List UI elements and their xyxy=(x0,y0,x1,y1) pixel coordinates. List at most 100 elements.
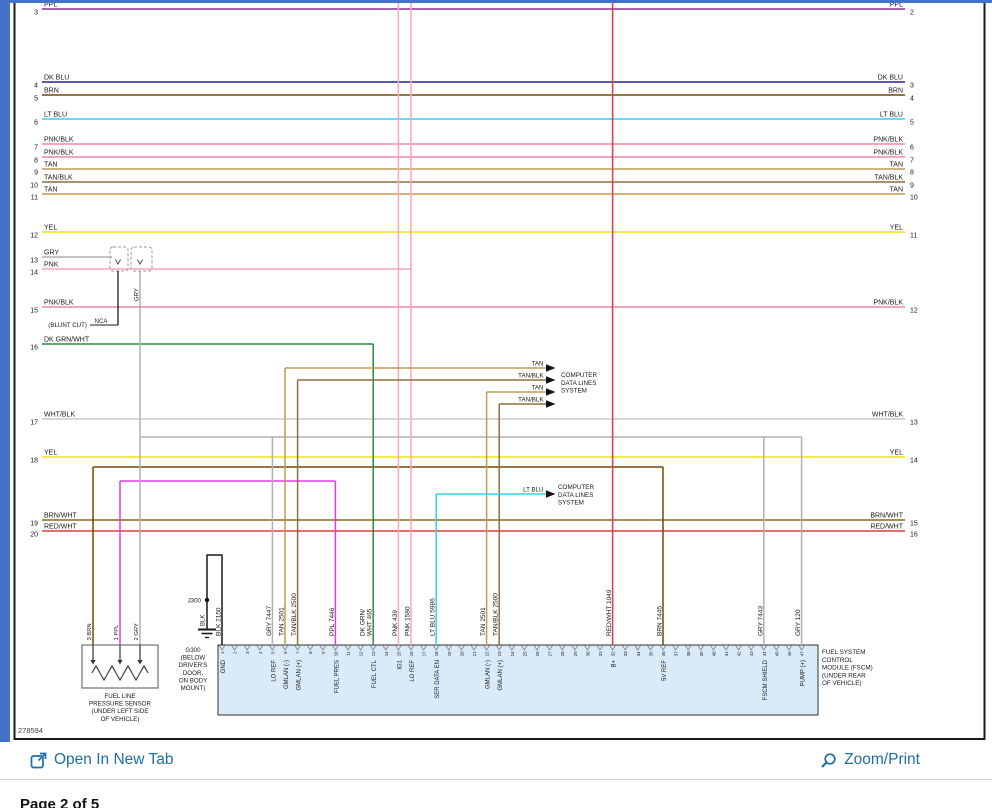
pin-mark xyxy=(357,645,364,651)
wire-color-label: YEL xyxy=(890,450,903,457)
pin-mark xyxy=(622,645,629,651)
sensor-stub-arrow xyxy=(117,660,123,665)
ground-caption: DOOR, xyxy=(183,670,204,677)
pin-mark xyxy=(546,645,553,651)
pin-number: 47 xyxy=(800,651,805,656)
pin-mark xyxy=(773,645,780,651)
circuit-label: LT BLU 5986 xyxy=(430,598,437,636)
wire-color-label: PNK xyxy=(44,262,59,269)
pin-number: 16 xyxy=(409,651,414,656)
resistor-icon xyxy=(91,664,149,682)
circuit-label: PNK 439 xyxy=(392,610,399,636)
pin-number: 41 xyxy=(724,651,729,656)
pin-mark xyxy=(722,645,730,651)
pin-number: 35 xyxy=(648,651,653,656)
row-number-right: 11 xyxy=(910,233,917,240)
pin-label: 5V REF xyxy=(662,660,668,681)
pin-mark xyxy=(659,645,667,651)
row-number-right: 13 xyxy=(910,420,918,427)
circuit-label: WHT 465 xyxy=(367,608,374,636)
open-in-new-tab-link[interactable]: Open In New Tab xyxy=(30,751,173,769)
top-edge-strip xyxy=(10,0,992,3)
pin-label: FSCM SHIELD xyxy=(763,659,769,700)
system-caption: SYSTEM xyxy=(561,388,587,395)
pin-number: 42 xyxy=(737,651,742,656)
pin-number: 27 xyxy=(548,651,553,656)
pin-mark xyxy=(596,645,604,651)
circuit-label: GRY xyxy=(135,288,141,301)
pin-number: 18 xyxy=(434,651,439,656)
pin-number: 40 xyxy=(711,651,716,656)
ground-caption: ON BODY xyxy=(179,677,208,684)
pin-mark xyxy=(218,645,226,651)
row-number-left: 8 xyxy=(34,158,38,165)
pin-mark xyxy=(136,259,144,265)
ground-wire xyxy=(206,554,223,645)
pin-mark xyxy=(244,645,251,651)
pin-number: 24 xyxy=(510,651,515,656)
pin-number: 34 xyxy=(636,651,641,656)
pin-label: PUMP (+) xyxy=(801,660,807,686)
wire-color-label: PNK/BLK xyxy=(44,300,74,307)
wire-color-label: LT BLU xyxy=(44,112,67,119)
ground-caption: G300 xyxy=(185,647,201,654)
circuit-label: GRY 7447 xyxy=(266,605,273,636)
pin-number: 46 xyxy=(787,651,792,656)
system-caption: COMPUTER xyxy=(558,484,594,491)
pin-mark xyxy=(685,645,692,651)
wire-color-label: WHT/BLK xyxy=(872,412,903,419)
pin-number: 14 xyxy=(384,651,389,656)
pin-number: 17 xyxy=(422,651,427,656)
wire-color-label: BRN xyxy=(888,88,903,95)
open-in-new-tab-label: Open In New Tab xyxy=(54,751,174,768)
row-number-right: 6 xyxy=(910,145,914,152)
ground-caption: DRIVER'S xyxy=(179,662,208,669)
row-number-left: 4 xyxy=(34,83,38,90)
pin-mark xyxy=(672,645,679,651)
pin-mark xyxy=(370,645,377,651)
wire-color-label: YEL xyxy=(44,225,57,232)
pin-mark xyxy=(114,259,122,265)
fscm-caption: (UNDER REAR xyxy=(822,672,866,679)
blunt-cut-note: (BLUNT CUT) xyxy=(48,322,87,329)
pin-number: 28 xyxy=(560,651,565,656)
pin-label: GMLAN (-) xyxy=(486,660,492,689)
pin-mark xyxy=(521,645,528,651)
circuit-label: PNK 1580 xyxy=(405,606,412,636)
pin-number: 5 xyxy=(270,651,275,654)
wire-color-label: WHT/BLK xyxy=(44,412,75,419)
pin-number: 33 xyxy=(623,651,628,656)
pin-number: 11 xyxy=(346,651,351,656)
pin-number: 37 xyxy=(674,651,679,656)
pin-mark xyxy=(735,645,742,651)
pin-number: 26 xyxy=(535,651,540,656)
zoom-icon xyxy=(821,752,836,768)
wire-color-label: PNK/BLK xyxy=(44,137,74,144)
pin-label: SER DATA EN xyxy=(435,660,441,699)
row-number-right: 4 xyxy=(910,96,914,103)
footer-bar: Open In New Tab Zoom/Print xyxy=(0,742,992,778)
pin-number: 38 xyxy=(686,651,691,656)
pin-mark xyxy=(458,645,465,651)
pin-number: 21 xyxy=(472,651,477,656)
circuit-label: PPL 7446 xyxy=(329,607,336,636)
system-caption: COMPUTER xyxy=(561,372,597,379)
row-number-left: 15 xyxy=(30,308,38,315)
pin-number: 3 xyxy=(245,651,250,654)
system-caption: SYSTEM xyxy=(558,500,584,507)
pin-mark xyxy=(647,645,654,651)
wire-color-label: YEL xyxy=(890,225,903,232)
pin-label: LO REF xyxy=(410,660,416,682)
pin-mark xyxy=(281,645,289,651)
zoom-print-link[interactable]: Zoom/Print xyxy=(820,751,920,769)
row-number-right: 3 xyxy=(910,83,914,90)
pin-mark xyxy=(697,645,704,651)
wire-color-label: GRY xyxy=(44,250,59,257)
wire-color-label: TAN/BLK xyxy=(518,397,544,404)
pin-label: LO REF xyxy=(271,660,277,682)
row-number-left: 9 xyxy=(34,170,38,177)
row-number-right: 14 xyxy=(910,458,918,465)
wire-color-label: RED/WHT xyxy=(870,524,903,531)
offpage-arrow-icon xyxy=(546,376,556,384)
